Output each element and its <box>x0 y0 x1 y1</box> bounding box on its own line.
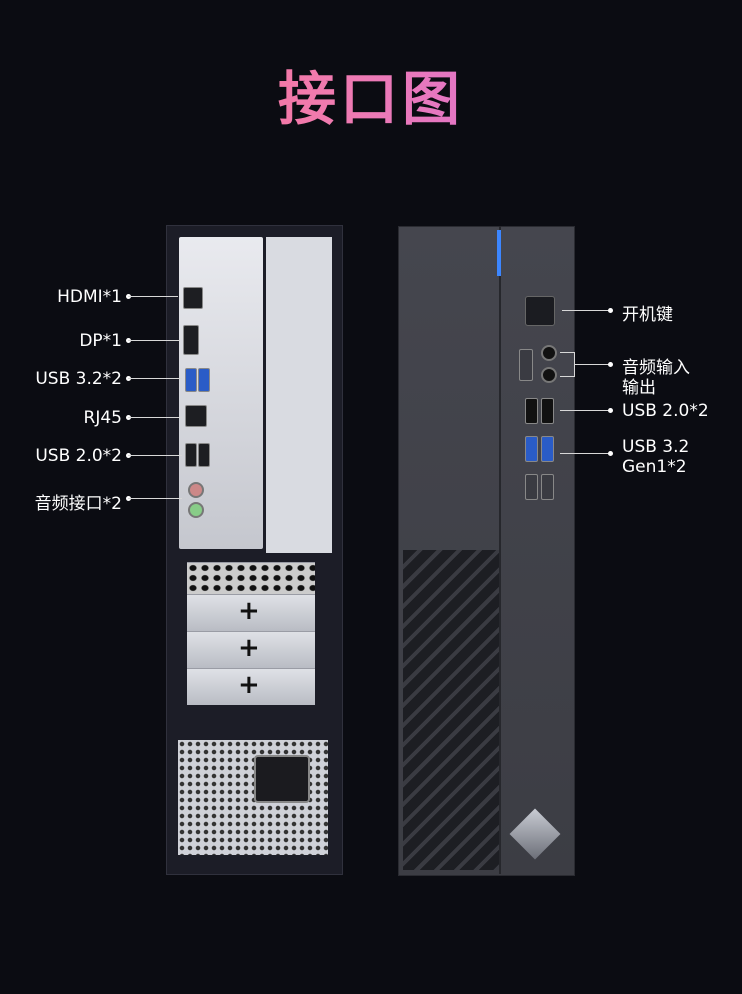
leader-line-usb2-front <box>560 410 610 411</box>
leader-line-audio <box>128 498 182 499</box>
slot-1-plus-icon: + <box>238 596 260 626</box>
front-stripe-pattern <box>403 550 499 870</box>
slot-2-plus-icon: + <box>238 633 260 663</box>
leader-dot-audio-front <box>608 362 613 367</box>
usb3-port-rear-2 <box>198 368 210 392</box>
front-card-slot <box>519 349 533 381</box>
bracket-audio <box>560 352 574 353</box>
front-led-strip <box>497 230 501 276</box>
leader-line-rj45 <box>128 417 182 418</box>
label-audio-front-2: 输出 <box>622 378 656 398</box>
label-audio-rear: 音频接口*2 <box>34 494 122 514</box>
front-groove <box>499 226 501 874</box>
leader-line-audio-front <box>574 364 610 365</box>
usb2-port-rear-2 <box>198 443 210 467</box>
leader-dot-usb2-front <box>608 408 613 413</box>
usb3-port-front-2 <box>541 436 554 462</box>
label-rj45: RJ45 <box>83 408 122 428</box>
expansion-slot-vent <box>187 562 315 599</box>
label-usb20-rear: USB 2.0*2 <box>35 446 122 466</box>
label-usb2-front: USB 2.0*2 <box>622 401 709 421</box>
label-hdmi: HDMI*1 <box>57 287 122 307</box>
usb3-port-front-1 <box>525 436 538 462</box>
power-button <box>525 296 555 326</box>
leader-line-usb32 <box>128 378 182 379</box>
leader-line-hdmi <box>128 296 178 297</box>
leader-line-usb3-front <box>560 453 610 454</box>
front-blank-1 <box>525 474 538 500</box>
audio-jack-green <box>188 502 204 518</box>
expansion-slot-1 <box>187 594 315 631</box>
expansion-slot-2 <box>187 631 315 668</box>
hdmi-port <box>183 287 203 309</box>
leader-line-dp <box>128 340 180 341</box>
usb2-port-front-2 <box>541 398 554 424</box>
leader-line-usb20 <box>128 455 182 456</box>
bracket-audio-low <box>560 376 574 377</box>
rj45-port <box>185 405 207 427</box>
usb3-port-rear-1 <box>185 368 197 392</box>
label-power: 开机键 <box>622 305 673 325</box>
label-usb32-rear: USB 3.2*2 <box>35 369 122 389</box>
power-socket <box>254 755 310 803</box>
label-usb3-front-2: Gen1*2 <box>622 457 687 477</box>
leader-line-power <box>562 310 610 311</box>
leader-dot-power <box>608 308 613 313</box>
displayport-port <box>183 325 199 355</box>
front-audio-jack-2 <box>541 367 557 383</box>
label-usb3-front-1: USB 3.2 <box>622 437 690 457</box>
label-dp: DP*1 <box>79 331 122 351</box>
front-blank-2 <box>541 474 554 500</box>
usb2-port-front-1 <box>525 398 538 424</box>
expansion-slot-3 <box>187 668 315 705</box>
audio-jack-pink <box>188 482 204 498</box>
usb2-port-rear-1 <box>185 443 197 467</box>
rear-vent-grille <box>266 237 332 553</box>
slot-3-plus-icon: + <box>238 670 260 700</box>
front-audio-jack-1 <box>541 345 557 361</box>
page-title: 接口图 <box>0 52 742 136</box>
leader-dot-usb3-front <box>608 451 613 456</box>
label-audio-front-1: 音频输入 <box>622 358 690 378</box>
